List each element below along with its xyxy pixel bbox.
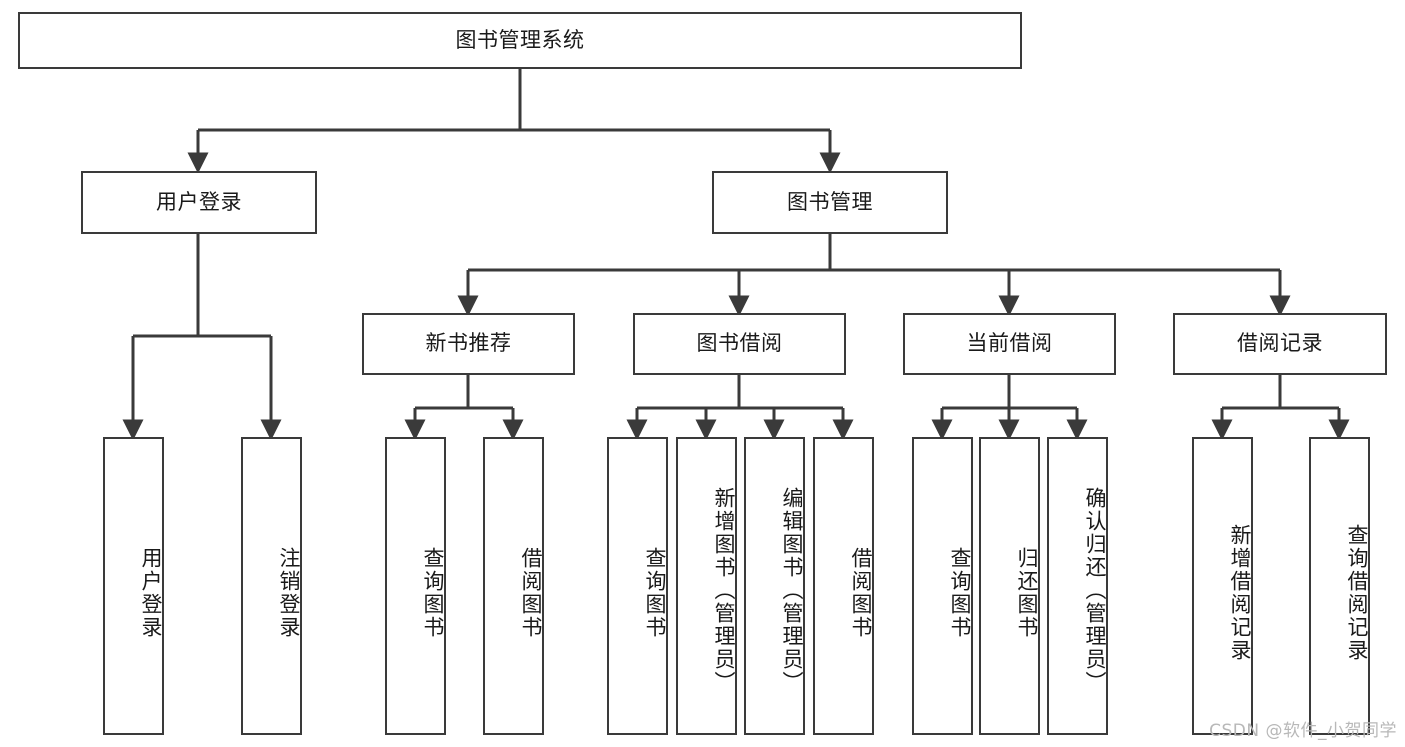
node-label: 图书管理系统 xyxy=(455,27,585,52)
leaf-record-query-record[interactable]: 查询借阅记录 xyxy=(1309,437,1370,735)
leaf-borrow-query-book[interactable]: 查询图书 xyxy=(607,437,668,735)
leaf-current-confirm-return-admin[interactable]: 确认归还（管理员） xyxy=(1047,437,1108,735)
leaf-current-return-book[interactable]: 归还图书 xyxy=(979,437,1040,735)
node-label: 图书借阅 xyxy=(696,331,783,356)
leaf-recommend-borrow-book[interactable]: 借阅图书 xyxy=(483,437,544,735)
node-current-borrow[interactable]: 当前借阅 xyxy=(903,313,1116,375)
leaf-borrow-borrow-book[interactable]: 借阅图书 xyxy=(813,437,874,735)
node-borrow-record[interactable]: 借阅记录 xyxy=(1173,313,1387,375)
node-label: 当前借阅 xyxy=(966,331,1053,356)
leaf-record-add-record[interactable]: 新增借阅记录 xyxy=(1192,437,1253,735)
node-book-borrow[interactable]: 图书借阅 xyxy=(633,313,846,375)
leaf-recommend-query-book[interactable]: 查询图书 xyxy=(385,437,446,735)
leaf-current-query-book[interactable]: 查询图书 xyxy=(912,437,973,735)
node-label: 新增图书（管理员） xyxy=(712,486,736,694)
node-label: 借阅记录 xyxy=(1237,331,1323,356)
node-label: 查询图书 xyxy=(643,547,667,639)
csdn-watermark: CSDN @软件_小贺同学 xyxy=(1209,721,1397,741)
node-label: 查询图书 xyxy=(948,547,972,639)
node-book-management[interactable]: 图书管理 xyxy=(712,171,948,234)
leaf-user-login[interactable]: 用户登录 xyxy=(103,437,164,735)
node-new-book-recommend[interactable]: 新书推荐 xyxy=(362,313,575,375)
node-label: 用户登录 xyxy=(139,547,163,639)
node-label: 归还图书 xyxy=(1015,547,1039,639)
node-label: 借阅图书 xyxy=(849,547,873,639)
leaf-borrow-edit-book-admin[interactable]: 编辑图书（管理员） xyxy=(744,437,805,735)
node-label: 编辑图书（管理员） xyxy=(780,486,804,694)
node-label: 查询借阅记录 xyxy=(1345,524,1369,662)
node-label: 用户登录 xyxy=(156,189,242,214)
node-root-system[interactable]: 图书管理系统 xyxy=(18,12,1022,69)
node-label: 借阅图书 xyxy=(519,547,543,639)
node-label: 新书推荐 xyxy=(425,331,512,356)
node-user-login[interactable]: 用户登录 xyxy=(81,171,317,234)
node-label: 确认归还（管理员） xyxy=(1083,486,1107,694)
leaf-logout[interactable]: 注销登录 xyxy=(241,437,302,735)
node-label: 图书管理 xyxy=(787,189,873,214)
node-label: 查询图书 xyxy=(421,547,445,639)
leaf-borrow-add-book-admin[interactable]: 新增图书（管理员） xyxy=(676,437,737,735)
node-label: 新增借阅记录 xyxy=(1228,524,1252,662)
node-label: 注销登录 xyxy=(277,547,301,639)
